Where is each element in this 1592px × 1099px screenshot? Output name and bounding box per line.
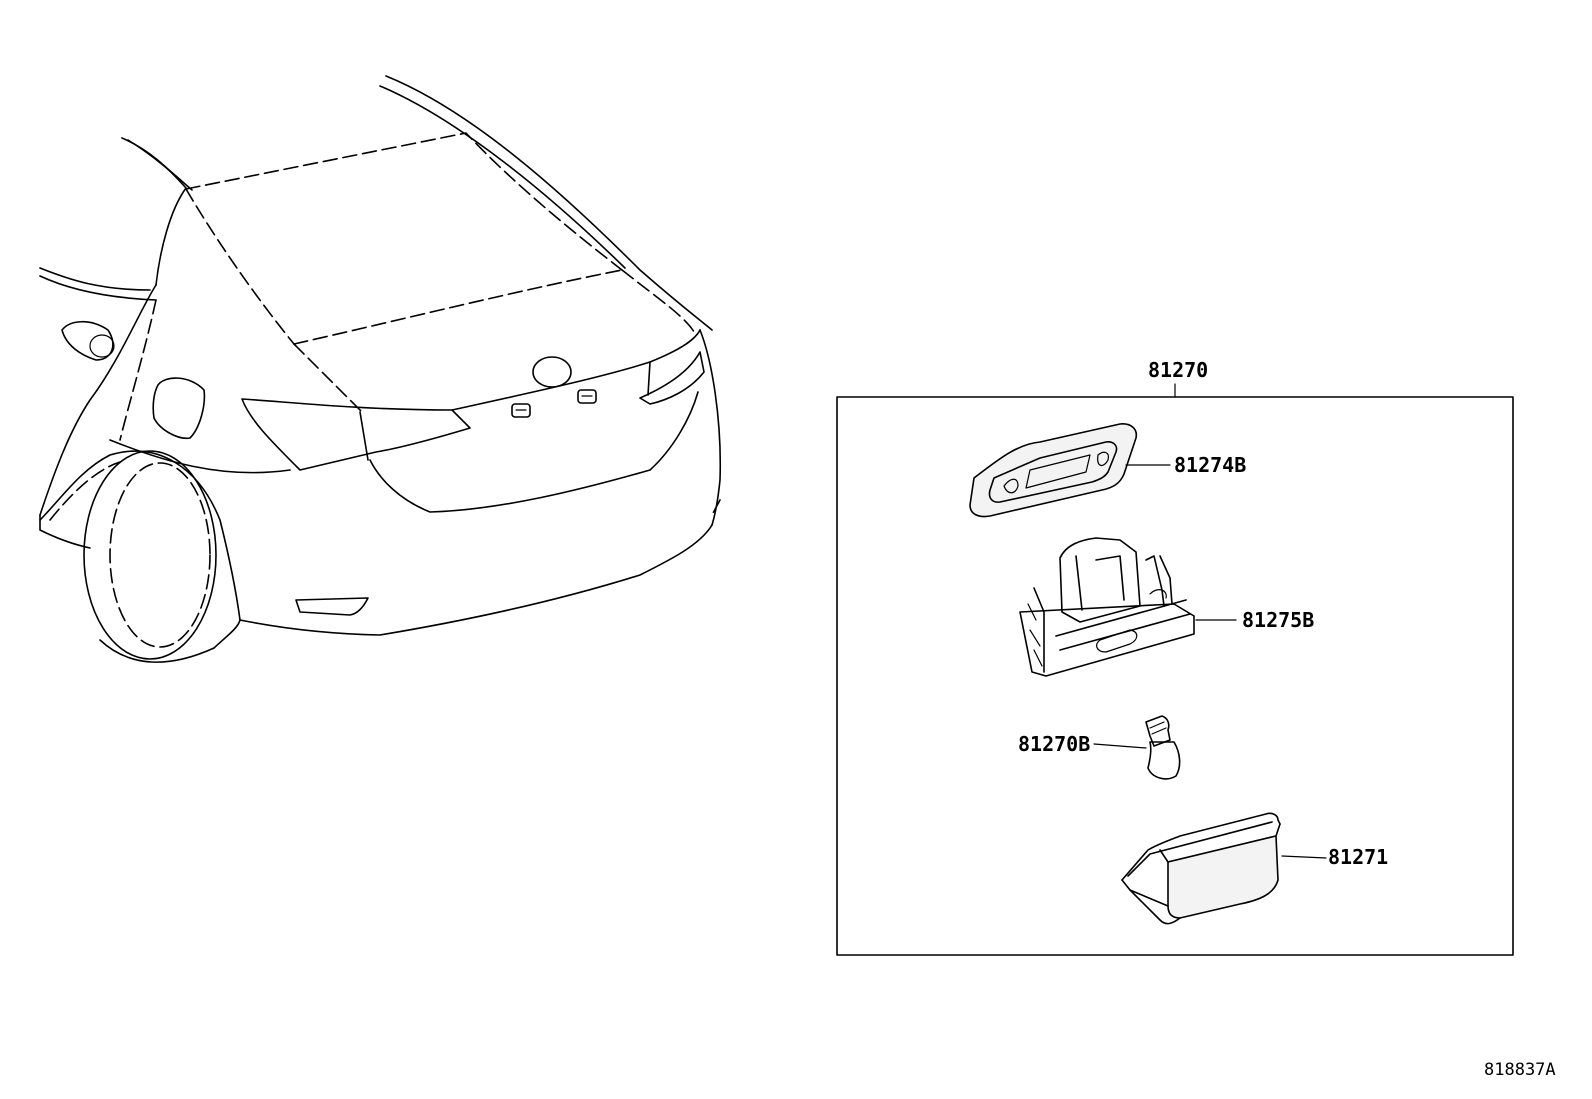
- diagram-reference-number: 818837A: [1484, 1060, 1556, 1080]
- lamp-housing-illustration: [1019, 537, 1195, 677]
- bulb-icon: [1145, 715, 1181, 780]
- vehicle-rear-illustration: [39, 75, 722, 663]
- parts-box: [836, 383, 1514, 956]
- lamp-housing-part-number: 81275B: [1242, 608, 1314, 632]
- emblem-icon: [532, 356, 572, 388]
- assembly-part-number: 81270: [1148, 358, 1208, 382]
- lens-gasket-illustration: [969, 423, 1138, 518]
- wheel-icon: [83, 450, 217, 660]
- cover-lens-part-number: 81271: [1328, 845, 1388, 869]
- cover-lens-illustration: [1121, 812, 1281, 925]
- license-lamp-location-icon: [511, 389, 597, 418]
- bulb-part-number: 81270B: [1018, 732, 1090, 756]
- lens-gasket-part-number: 81274B: [1174, 453, 1246, 477]
